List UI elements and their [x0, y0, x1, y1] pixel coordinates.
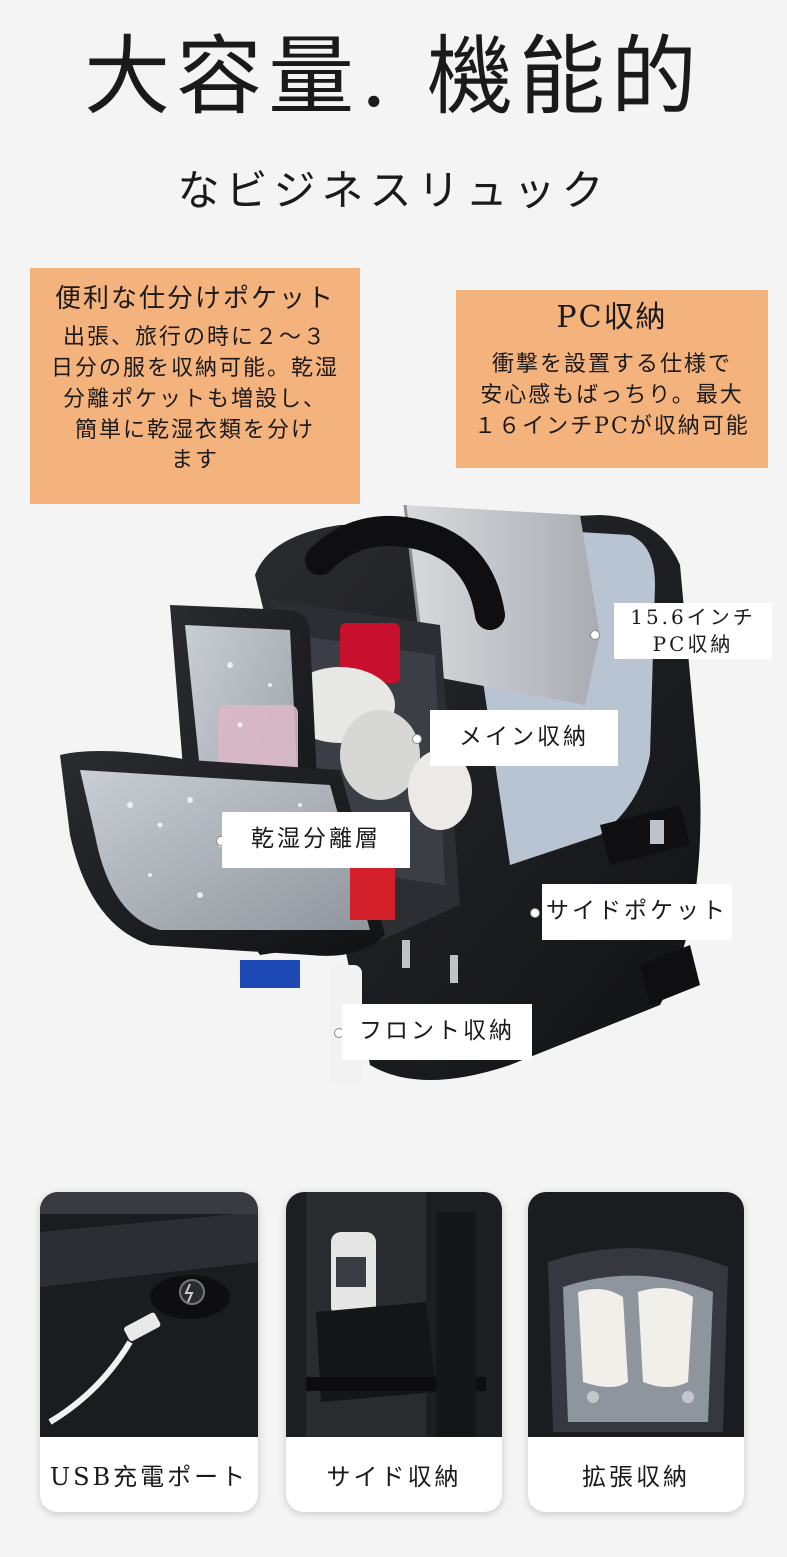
callout-pocket-line: 日分の服を収納可能。乾湿 — [50, 355, 339, 381]
callout-pocket: 便利な仕分けポケット 出張、旅行の時に２～３ 日分の服を収納可能。乾湿 分離ポケ… — [30, 268, 360, 504]
label-side-pocket: サイドポケット — [542, 884, 732, 940]
label-front-compartment: フロント収納 — [342, 1004, 532, 1060]
page-title: 大容量. 機能的 — [84, 27, 703, 127]
pointer-dot — [590, 630, 600, 640]
callout-pocket-line: 分離ポケットも増設し、 — [62, 386, 327, 412]
feature-card-usb-label: USB充電ポート — [40, 1437, 258, 1512]
label-dry-wet-layer: 乾湿分離層 — [222, 812, 410, 868]
callout-pc-text: 衝撃を設置する仕様で 安心感もばっちり。最大 １６インチPCが収納可能 — [456, 350, 768, 442]
label-laptop-size: 15.6インチ — [630, 605, 756, 629]
label-main-compartment: メイン収納 — [430, 710, 618, 766]
callout-pc-title: PC収納 — [556, 300, 668, 335]
callout-pocket-line: ます — [170, 448, 219, 474]
callout-pc: PC収納 衝撃を設置する仕様で 安心感もばっちり。最大 １６インチPCが収納可能 — [456, 290, 768, 468]
callout-pocket-text: 出張、旅行の時に２～３ 日分の服を収納可能。乾湿 分離ポケットも増設し、 簡単に… — [30, 323, 360, 477]
callout-pocket-line: 簡単に乾湿衣類を分け — [74, 417, 315, 443]
feature-card-expand-label: 拡張収納 — [528, 1437, 744, 1512]
feature-card-side-label: サイド収納 — [286, 1437, 502, 1512]
pointer-dot — [530, 908, 540, 918]
page-subtitle: なビジネスリュック — [177, 166, 610, 215]
feature-card-side: サイド収納 — [286, 1192, 502, 1512]
callout-pc-line: １６インチPCが収納可能 — [474, 413, 750, 439]
callout-pocket-title: 便利な仕分けポケット — [54, 284, 335, 314]
feature-card-usb: USB充電ポート — [40, 1192, 258, 1512]
callout-pc-line: 安心感もばっちり。最大 — [480, 382, 744, 408]
side-storage-photo — [286, 1192, 502, 1437]
label-laptop-compartment: 15.6インチ PC収納 — [614, 603, 772, 659]
usb-port-photo — [40, 1192, 258, 1437]
pointer-dot — [412, 734, 422, 744]
feature-card-expand: 拡張収納 — [528, 1192, 744, 1512]
callout-pc-line: 衝撃を設置する仕様で — [491, 352, 732, 377]
expansion-storage-photo — [528, 1192, 744, 1437]
label-laptop-name: PC収納 — [652, 632, 734, 656]
callout-pocket-line: 出張、旅行の時に２～３ — [62, 325, 327, 351]
